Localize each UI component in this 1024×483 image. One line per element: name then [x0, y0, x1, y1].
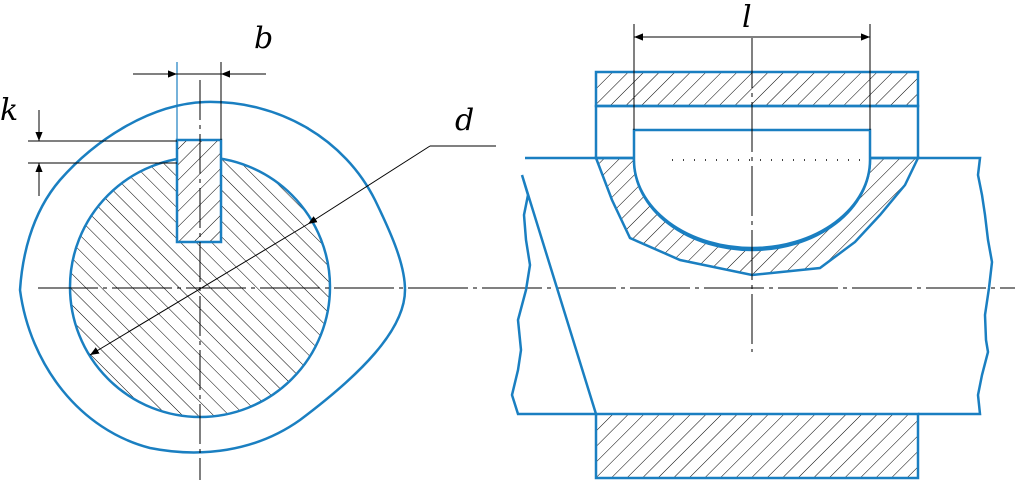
label-d: d [455, 103, 474, 138]
label-b: b [254, 21, 273, 56]
shaft-outline [510, 156, 994, 416]
key-section-hatch [178, 141, 220, 241]
d-dim-arrow-lower [89, 223, 309, 356]
longitudinal-view: l [510, 0, 994, 480]
hub-bottom-section [594, 412, 920, 480]
hub-top-section [594, 70, 920, 108]
label-k: k [0, 93, 18, 128]
d-dim-arrow-upper [307, 145, 431, 225]
label-l: l [742, 0, 752, 35]
cross-section-view: b k d [0, 21, 1015, 480]
hub-outline [18, 100, 407, 454]
